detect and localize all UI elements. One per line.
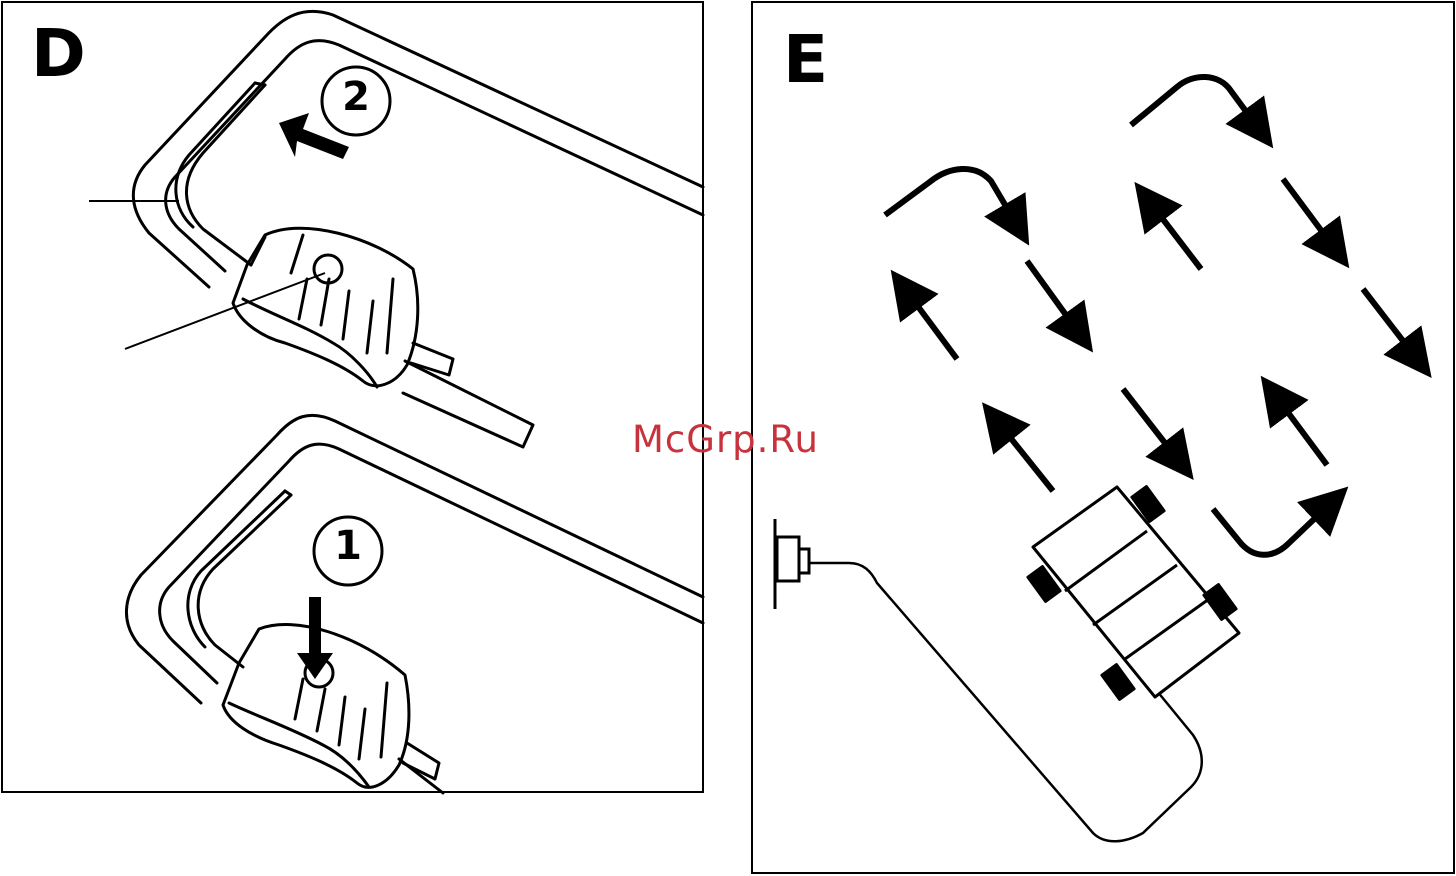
watermark-text: McGrp.Ru	[632, 418, 819, 461]
step-1-number: 1	[311, 526, 385, 566]
upper-frame-outer	[133, 11, 703, 287]
path-arrow-col7-up	[1275, 395, 1327, 465]
path-arrow-col4-down	[1123, 389, 1179, 461]
callout-line-knob	[125, 273, 325, 349]
upper-frame-inner	[166, 41, 703, 271]
path-arrow-uturn-right	[1131, 77, 1259, 129]
upper-rail	[403, 361, 533, 447]
path-arrow-col3-up	[997, 421, 1053, 491]
path-arrow-uturn-left	[885, 169, 1017, 225]
lower-gasket-strip	[198, 495, 291, 667]
panel-d-label: D	[31, 21, 86, 87]
panel-d: D 2 1	[1, 1, 704, 793]
mower-wheel	[1102, 665, 1134, 700]
wall-socket-plug	[777, 537, 799, 581]
lower-frame-inner	[160, 444, 703, 683]
path-arrow-turn-bottom	[1213, 503, 1331, 555]
arrow-step-1	[297, 597, 333, 679]
panel-e-illustration	[753, 3, 1456, 876]
step-2-number: 2	[319, 77, 393, 117]
path-arrow-col6-down	[1283, 179, 1335, 249]
path-arrow-col1-up	[905, 289, 957, 359]
upper-gasket-strip	[186, 85, 265, 265]
path-arrow-col5-up	[1149, 201, 1201, 269]
path-arrow-col8-down	[1363, 289, 1417, 359]
path-arrow-col2-down	[1027, 261, 1079, 333]
mower-icon	[1028, 487, 1239, 700]
panel-e-label: E	[783, 27, 828, 93]
panel-e: E	[751, 1, 1455, 874]
panel-d-illustration	[3, 3, 706, 795]
